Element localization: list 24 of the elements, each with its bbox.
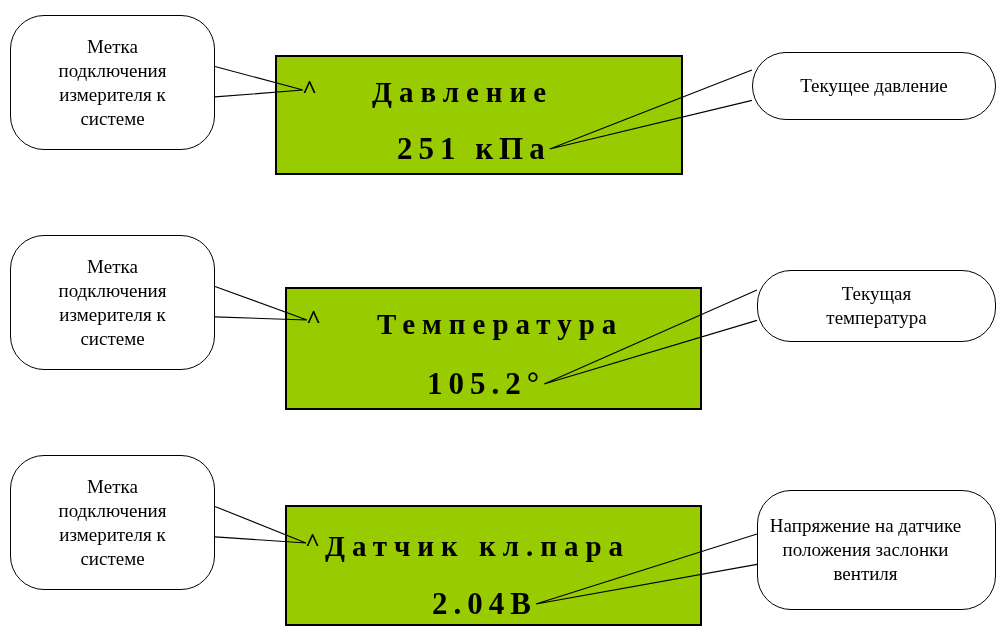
callout-bubble: Текущая температура xyxy=(757,270,996,342)
callout-pointer xyxy=(214,285,308,321)
callout-pointer xyxy=(549,69,753,150)
cursor-mark: ^ xyxy=(302,76,318,104)
lcd-display xyxy=(275,55,683,175)
display-heading: Датчик кл.пара xyxy=(325,529,631,563)
cursor-mark: ^ xyxy=(306,306,322,334)
lcd-display xyxy=(285,287,702,410)
reading-value: 105.2° xyxy=(427,367,546,401)
callout-bubble: Метка подключения измерителя к системе xyxy=(10,15,215,150)
cursor-mark: ^ xyxy=(305,529,321,557)
callout-pointer xyxy=(214,65,304,98)
callout-bubble: Напряжение на датчике положения заслонки вентиля xyxy=(757,490,996,610)
callout-pointer xyxy=(535,533,758,605)
lcd-display xyxy=(285,505,702,626)
reading-value: 251 кПа xyxy=(397,132,551,166)
callout-pointer xyxy=(214,505,307,544)
callout-bubble: Текущее давление xyxy=(752,52,996,120)
display-heading: Температура xyxy=(377,307,624,341)
callout-bubble: Метка подключения измерителя к системе xyxy=(10,235,215,370)
display-heading: Давление xyxy=(372,75,554,109)
reading-value: 2.04В xyxy=(432,587,537,621)
callout-pointer xyxy=(543,289,758,385)
callout-bubble: Метка подключения измерителя к системе xyxy=(10,455,215,590)
